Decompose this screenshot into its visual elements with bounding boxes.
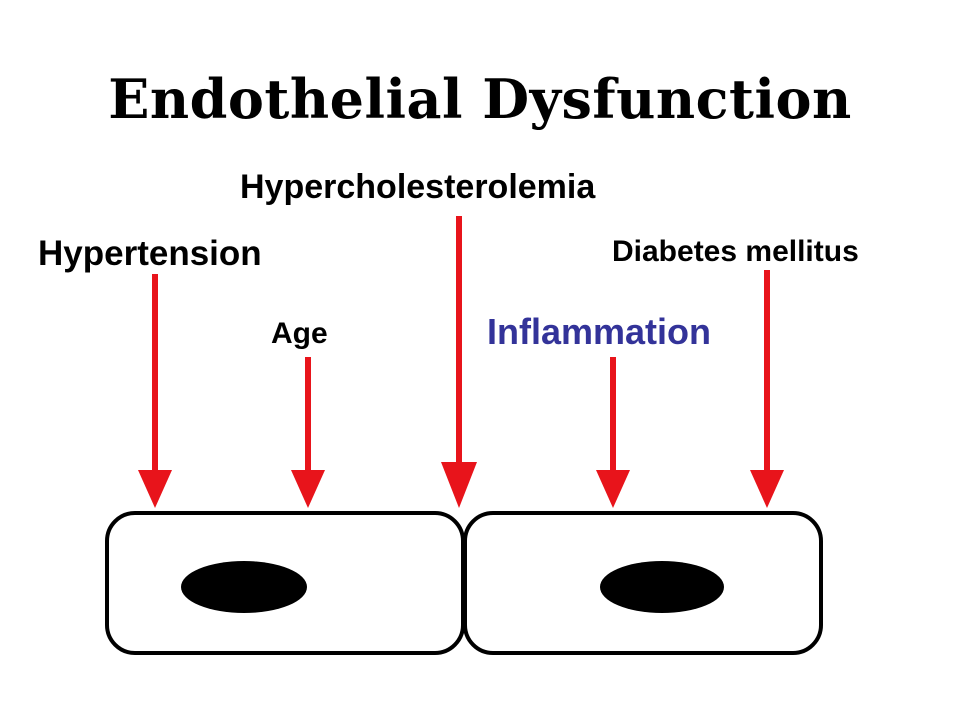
arrow-inflammation bbox=[596, 357, 630, 508]
label-age: Age bbox=[271, 317, 328, 350]
label-diabetes-mellitus: Diabetes mellitus bbox=[612, 235, 859, 268]
arrow-hypertension bbox=[138, 274, 172, 508]
label-hypertension: Hypertension bbox=[38, 234, 262, 273]
cells bbox=[105, 511, 823, 655]
arrow-hypercholesterolemia bbox=[441, 216, 477, 508]
nucleus-left bbox=[181, 561, 307, 613]
endothelial-cell-right bbox=[463, 511, 823, 655]
arrow-diabetes-mellitus bbox=[750, 270, 784, 508]
arrow-inflammation-head bbox=[596, 470, 630, 508]
arrow-age bbox=[291, 357, 325, 508]
label-hypercholesterolemia: Hypercholesterolemia bbox=[240, 168, 596, 206]
arrow-diabetes-mellitus-head bbox=[750, 470, 784, 508]
arrow-hypercholesterolemia-head bbox=[441, 462, 477, 508]
arrow-hypertension-head bbox=[138, 470, 172, 508]
arrow-age-head bbox=[291, 470, 325, 508]
slide-title: Endothelial Dysfunction bbox=[108, 67, 852, 131]
nucleus-right bbox=[600, 561, 724, 613]
label-inflammation: Inflammation bbox=[487, 311, 712, 352]
endothelial-cell-left bbox=[105, 511, 465, 655]
